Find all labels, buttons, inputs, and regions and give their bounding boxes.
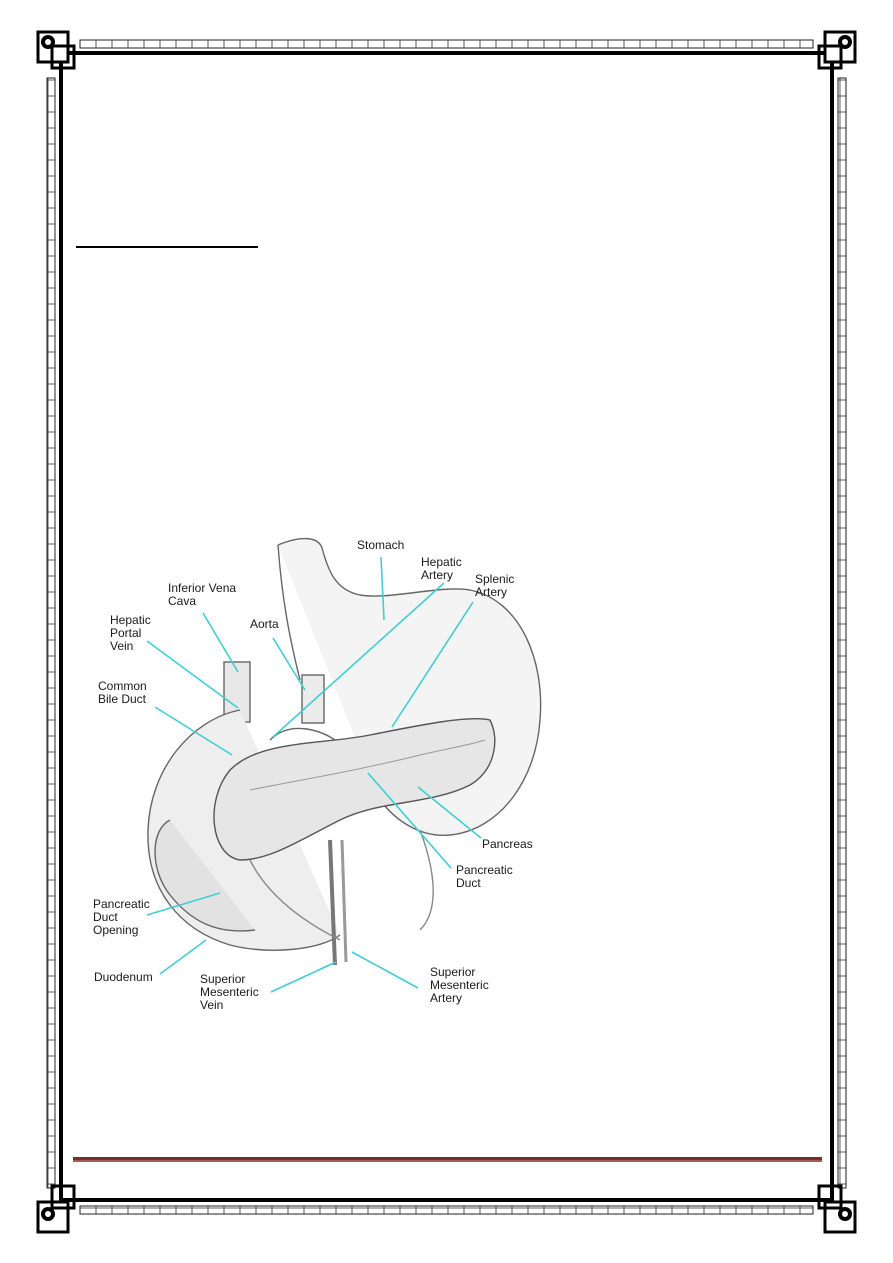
leader-lines [146, 556, 482, 993]
corner-ornament-icon [36, 1184, 76, 1234]
heading-underline [76, 246, 258, 248]
corner-ornament-icon [817, 30, 857, 70]
label-common-bile-duct: Common Bile Duct [98, 679, 147, 706]
label-duodenum: Duodenum [94, 970, 153, 984]
organ-drawing [147, 537, 542, 966]
corner-ornament-icon [36, 30, 76, 70]
corner-ornament-icon [817, 1184, 857, 1234]
label-pancreas: Pancreas [482, 837, 533, 851]
label-aorta: Aorta [250, 617, 279, 631]
label-pancreatic-duct: Pancreatic Duct [456, 863, 513, 890]
label-pancreatic-duct-opening: Pancreatic Duct Opening [93, 897, 150, 937]
label-superior-mesenteric-vein: Superior Mesenteric Vein [200, 972, 259, 1012]
label-superior-mesenteric-artery: Superior Mesenteric Artery [430, 965, 489, 1005]
label-splenic-artery: Splenic Artery [475, 572, 515, 599]
label-stomach: Stomach [357, 538, 405, 552]
label-hepatic-portal-vein: Hepatic Portal Vein [110, 613, 151, 653]
footer-divider [73, 1157, 822, 1162]
label-inferior-vena-cava: Inferior Vena Cava [168, 581, 237, 608]
label-hepatic-artery: Hepatic Artery [421, 555, 462, 582]
